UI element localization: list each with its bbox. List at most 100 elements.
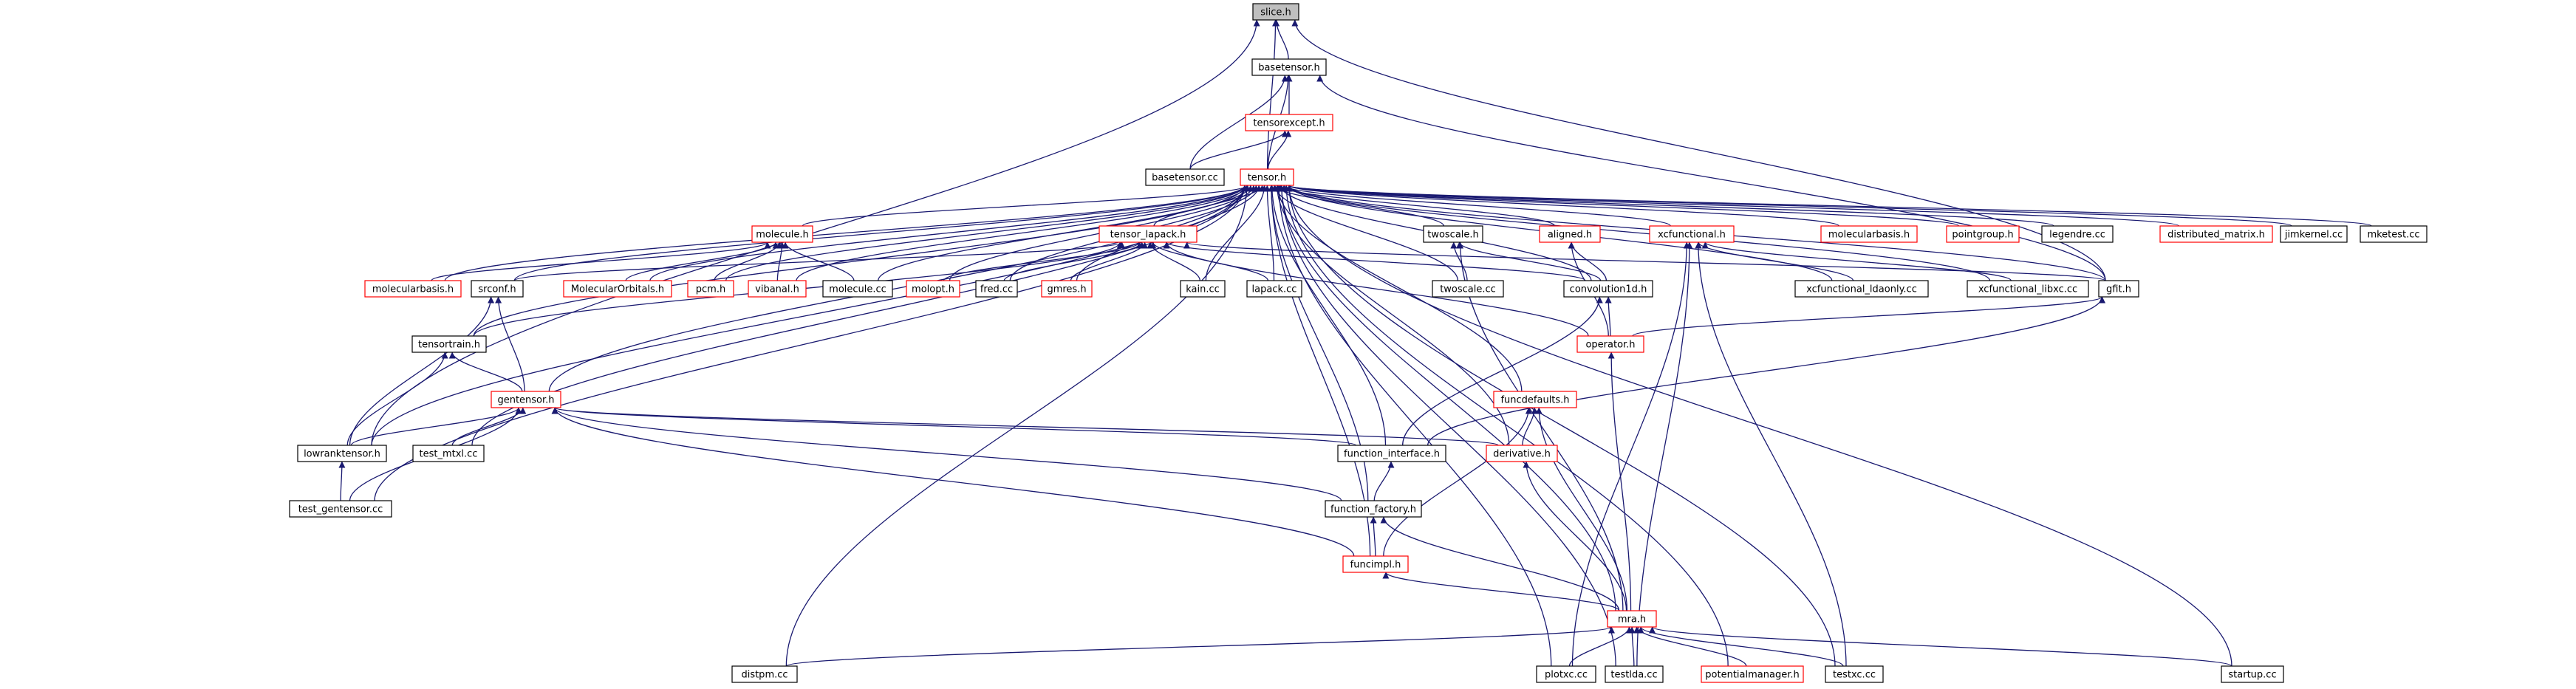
node-box[interactable] (563, 280, 672, 298)
node-box[interactable] (1180, 280, 1226, 298)
node-box[interactable] (2221, 665, 2284, 683)
node-legendre[interactable]: legendre.cc (2041, 225, 2114, 243)
node-box[interactable] (471, 280, 524, 298)
node-box[interactable] (1342, 555, 1409, 573)
node-gentensor[interactable]: gentensor.h (491, 391, 561, 408)
node-box[interactable] (1946, 225, 2020, 243)
node-tensorexcept[interactable]: tensorexcept.h (1245, 114, 1333, 131)
node-jimkernel[interactable]: jimkernel.cc (2280, 225, 2348, 243)
node-srconf[interactable]: srconf.h (471, 280, 524, 298)
node-gfit[interactable]: gfit.h (2098, 280, 2139, 298)
node-distpm[interactable]: distpm.cc (731, 665, 798, 683)
node-box[interactable] (1794, 280, 1929, 298)
node-slice[interactable]: slice.h (1252, 3, 1299, 21)
node-gmres[interactable]: gmres.h (1041, 280, 1093, 298)
node-box[interactable] (1252, 3, 1299, 21)
node-mra[interactable]: mra.h (1607, 610, 1657, 628)
node-molopt[interactable]: molopt.h (906, 280, 960, 298)
node-molecule[interactable]: molecule.h (751, 225, 813, 243)
node-twoscale-cc[interactable]: twoscale.cc (1432, 280, 1504, 298)
node-molecularbasis-left[interactable]: molecularbasis.h (364, 280, 462, 298)
node-box[interactable] (1649, 225, 1735, 243)
node-box[interactable] (2041, 225, 2114, 243)
node-twoscale[interactable]: twoscale.h (1423, 225, 1483, 243)
node-box[interactable] (1536, 665, 1596, 683)
node-box[interactable] (1967, 280, 2089, 298)
node-box[interactable] (1337, 445, 1446, 462)
node-box[interactable] (491, 391, 561, 408)
node-box[interactable] (297, 445, 387, 462)
node-lapack[interactable]: lapack.cc (1246, 280, 1302, 298)
node-box[interactable] (731, 665, 798, 683)
node-box[interactable] (2159, 225, 2273, 243)
node-fred[interactable]: fred.cc (975, 280, 1018, 298)
node-box[interactable] (748, 280, 807, 298)
node-box[interactable] (1251, 58, 1327, 76)
node-potentialmanager[interactable]: potentialmanager.h (1701, 665, 1804, 683)
node-box[interactable] (1539, 225, 1601, 243)
node-testxc[interactable]: testxc.cc (1825, 665, 1884, 683)
node-box[interactable] (1820, 225, 1918, 243)
node-box[interactable] (906, 280, 960, 298)
node-box[interactable] (1423, 225, 1483, 243)
node-test-mtxl[interactable]: test_mtxl.cc (412, 445, 485, 462)
node-box[interactable] (289, 500, 392, 518)
node-xcfunctional[interactable]: xcfunctional.h (1649, 225, 1735, 243)
node-box[interactable] (975, 280, 1018, 298)
node-operator[interactable]: operator.h (1576, 335, 1644, 353)
node-function-interface[interactable]: function_interface.h (1337, 445, 1446, 462)
node-startup[interactable]: startup.cc (2221, 665, 2284, 683)
node-box[interactable] (364, 280, 462, 298)
node-box[interactable] (822, 280, 893, 298)
node-box[interactable] (2098, 280, 2139, 298)
node-box[interactable] (1240, 168, 1294, 186)
node-kain[interactable]: kain.cc (1180, 280, 1226, 298)
node-box[interactable] (1701, 665, 1804, 683)
node-tensor[interactable]: tensor.h (1240, 168, 1294, 186)
node-molecularorbitals[interactable]: MolecularOrbitals.h (563, 280, 672, 298)
node-box[interactable] (411, 335, 487, 353)
node-box[interactable] (1145, 168, 1225, 186)
node-box[interactable] (1245, 114, 1333, 131)
node-box[interactable] (1576, 335, 1644, 353)
node-testlda[interactable]: testlda.cc (1605, 665, 1664, 683)
node-xcf-libxc[interactable]: xcfunctional_libxc.cc (1967, 280, 2089, 298)
node-tensor-lapack[interactable]: tensor_lapack.h (1099, 225, 1198, 243)
node-molecule-cc[interactable]: molecule.cc (822, 280, 893, 298)
node-funcimpl[interactable]: funcimpl.h (1342, 555, 1409, 573)
node-aligned[interactable]: aligned.h (1539, 225, 1601, 243)
node-lowranktensor[interactable]: lowranktensor.h (297, 445, 387, 462)
node-box[interactable] (1486, 445, 1558, 462)
node-box[interactable] (751, 225, 813, 243)
node-xcf-ldaonly[interactable]: xcfunctional_ldaonly.cc (1794, 280, 1929, 298)
node-basetensor-cc[interactable]: basetensor.cc (1145, 168, 1225, 186)
node-box[interactable] (1493, 391, 1577, 408)
node-function-factory[interactable]: function_factory.h (1325, 500, 1422, 518)
node-box[interactable] (1246, 280, 1302, 298)
node-basetensor[interactable]: basetensor.h (1251, 58, 1327, 76)
node-box[interactable] (2280, 225, 2348, 243)
node-plotxc[interactable]: plotxc.cc (1536, 665, 1596, 683)
node-box[interactable] (412, 445, 485, 462)
node-box[interactable] (1605, 665, 1664, 683)
node-box[interactable] (1432, 280, 1504, 298)
node-box[interactable] (1041, 280, 1093, 298)
node-pointgroup[interactable]: pointgroup.h (1946, 225, 2020, 243)
node-box[interactable] (687, 280, 734, 298)
node-box[interactable] (1325, 500, 1422, 518)
node-tensortrain[interactable]: tensortrain.h (411, 335, 487, 353)
node-molecularbasis-top[interactable]: molecularbasis.h (1820, 225, 1918, 243)
node-pcm[interactable]: pcm.h (687, 280, 734, 298)
node-convolution1d[interactable]: convolution1d.h (1563, 280, 1653, 298)
node-mketest[interactable]: mketest.cc (2360, 225, 2428, 243)
node-box[interactable] (1825, 665, 1884, 683)
node-box[interactable] (1099, 225, 1198, 243)
node-vibanal[interactable]: vibanal.h (748, 280, 807, 298)
node-box[interactable] (1607, 610, 1657, 628)
node-funcdefaults[interactable]: funcdefaults.h (1493, 391, 1577, 408)
node-derivative[interactable]: derivative.h (1486, 445, 1558, 462)
node-box[interactable] (1563, 280, 1653, 298)
node-box[interactable] (2360, 225, 2428, 243)
node-test-gentensor[interactable]: test_gentensor.cc (289, 500, 392, 518)
node-distributed-matrix[interactable]: distributed_matrix.h (2159, 225, 2273, 243)
